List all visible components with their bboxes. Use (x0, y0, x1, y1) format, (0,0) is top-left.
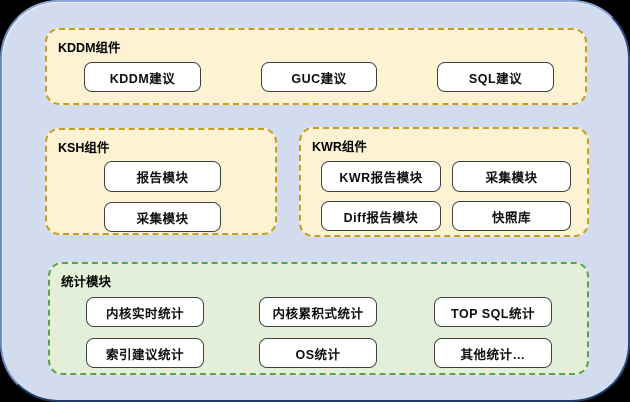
node-kwr-collect-module: 采集模块 (452, 161, 571, 192)
node-diff-report-module: Diff报告模块 (321, 201, 441, 231)
section-ksh-label: KSH组件 (58, 141, 110, 155)
node-index-suggestion-stats: 索引建议统计 (86, 338, 204, 368)
node-os-stats: OS统计 (259, 338, 377, 368)
node-kernel-cumulative-stats: 内核累积式统计 (259, 297, 377, 327)
section-statistics: 统计模块 内核实时统计 内核累积式统计 TOP SQL统计 索引建议统计 OS统… (48, 262, 589, 375)
node-kddm-suggestion: KDDM建议 (84, 62, 201, 92)
section-kddm-label: KDDM组件 (58, 41, 121, 55)
node-kwr-report-module: KWR报告模块 (321, 161, 441, 192)
node-collect-module: 采集模块 (104, 202, 221, 232)
node-kernel-realtime-stats: 内核实时统计 (86, 297, 204, 327)
node-other-stats: 其他统计… (434, 338, 552, 368)
section-kddm: KDDM组件 KDDM建议 GUC建议 SQL建议 (45, 28, 587, 105)
section-ksh: KSH组件 报告模块 采集模块 (45, 128, 277, 235)
node-snapshot-store: 快照库 (452, 201, 571, 231)
node-report-module: 报告模块 (104, 161, 221, 192)
node-top-sql-stats: TOP SQL统计 (434, 297, 552, 327)
section-kwr: KWR组件 KWR报告模块 采集模块 Diff报告模块 快照库 (299, 127, 589, 237)
node-guc-suggestion: GUC建议 (261, 62, 377, 92)
section-statistics-label: 统计模块 (61, 275, 112, 289)
section-kwr-label: KWR组件 (312, 140, 367, 154)
node-sql-suggestion: SQL建议 (437, 62, 554, 92)
